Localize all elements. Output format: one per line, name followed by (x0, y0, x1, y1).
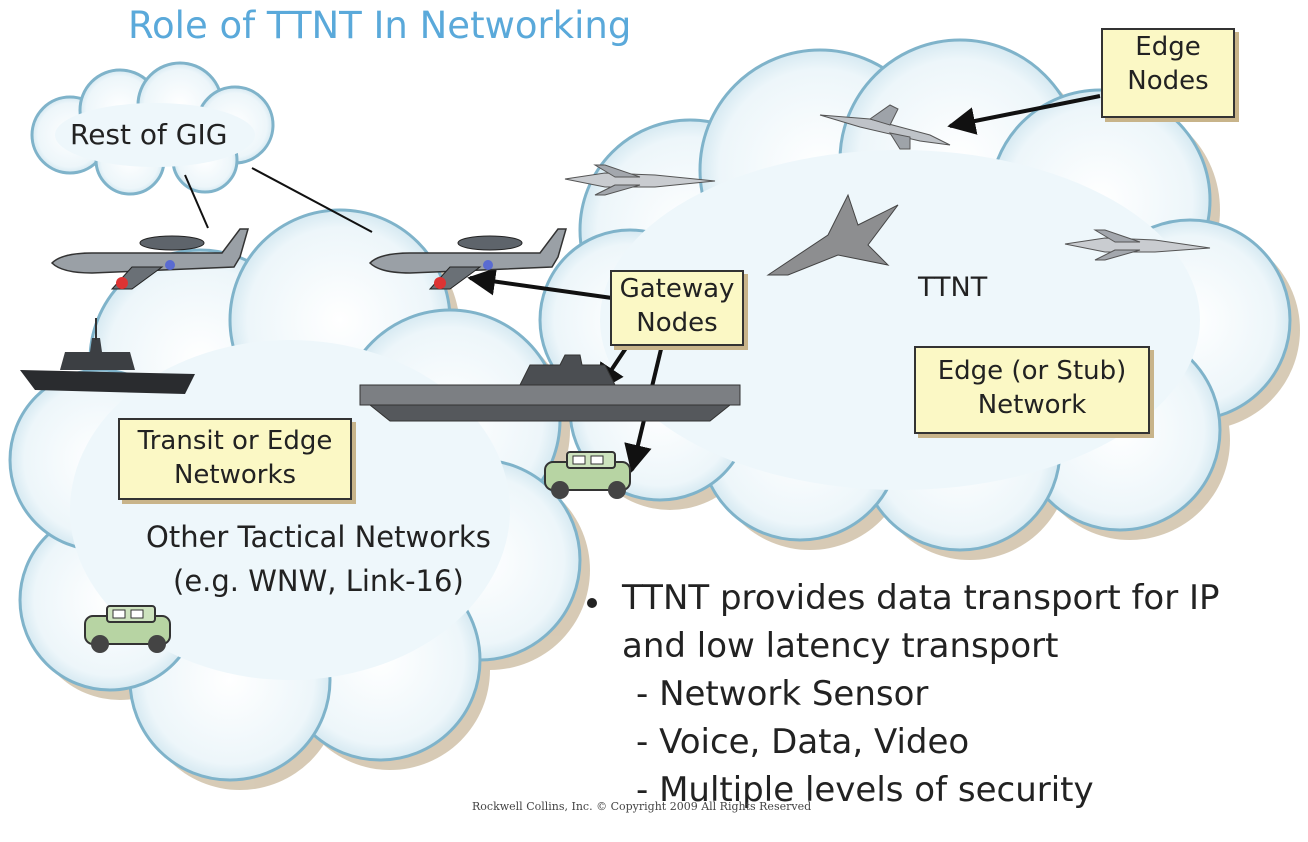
bullet-main-line2: and low latency transport (622, 626, 1059, 666)
edge-nodes-line2: Nodes (1127, 66, 1209, 96)
rest-of-gig-label: Rest of GIG (70, 118, 228, 151)
ttnt-label: TTNT (918, 272, 988, 303)
aircraft-carrier-icon (359, 354, 741, 422)
transit-line2: Networks (173, 460, 297, 490)
bullet-main-line1: TTNT provides data transport for IP (622, 578, 1220, 618)
transit-caption: Transit or Edge Networks (118, 418, 352, 500)
fighter-jet-icon (1064, 229, 1211, 261)
edge-stub-line2: Network (977, 390, 1087, 420)
vehicle-icon (84, 605, 171, 653)
warship-icon (20, 318, 195, 394)
fighter-jet-icon (564, 164, 716, 196)
page-title: Role of TTNT In Networking (128, 4, 632, 47)
edge-stub-line1: Edge (or Stub) (937, 356, 1127, 386)
awacs-aircraft-icon (50, 228, 249, 290)
gateway-nodes-caption: Gateway Nodes (610, 270, 744, 346)
tactical-cloud (8, 208, 590, 790)
gateway-arrow-aircraft (467, 267, 613, 300)
gateway-line2: Nodes (636, 308, 718, 338)
edge-nodes-line1: Edge (1135, 32, 1201, 62)
gig-link-line (251, 167, 373, 233)
other-networks-line2: (e.g. WNW, Link-16) (173, 564, 464, 598)
stealth-fighter-icon (766, 193, 899, 276)
ttnt-cloud (538, 38, 1300, 560)
bullet-sub-item: - Voice, Data, Video (636, 722, 970, 762)
edge-nodes-arrow (947, 94, 1101, 135)
bullet-icon (587, 598, 597, 608)
transit-line1: Transit or Edge (137, 426, 333, 456)
gateway-line1: Gateway (619, 274, 735, 304)
bullet-list: TTNT provides data transport for IP and … (588, 574, 1220, 814)
bullet-sub-item: - Multiple levels of security (636, 770, 1094, 810)
vehicle-icon (544, 451, 631, 499)
gig-cloud (30, 61, 275, 196)
edge-stub-caption: Edge (or Stub) Network (914, 346, 1150, 434)
copyright-footer: Rockwell Collins, Inc. © Copyright 2009 … (472, 800, 812, 813)
awacs-aircraft-icon (368, 228, 567, 290)
bullet-sub-item: - Network Sensor (636, 674, 929, 714)
fighter-jet-icon (819, 104, 951, 150)
edge-nodes-caption: Edge Nodes (1101, 28, 1235, 118)
gig-link-line-2 (184, 174, 209, 229)
other-networks-line1: Other Tactical Networks (146, 520, 491, 554)
